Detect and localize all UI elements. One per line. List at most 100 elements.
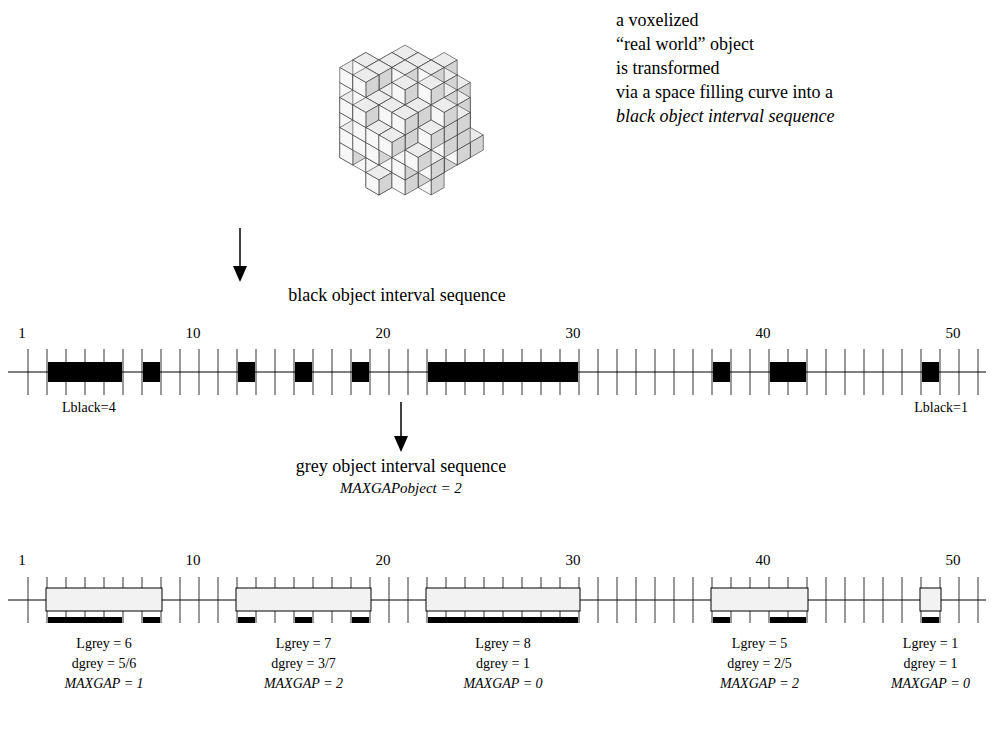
grey-length: Lgrey = 5: [732, 636, 787, 652]
voxel-object: [340, 45, 484, 195]
down-arrow: [233, 228, 247, 282]
axis-tick: [959, 349, 960, 395]
axis-tick: [180, 349, 181, 395]
axis-tick: [617, 349, 618, 395]
grey-interval: [920, 588, 941, 611]
grey-density: dgrey = 2/5: [727, 656, 792, 672]
axis-tick: [294, 349, 295, 395]
axis-tick: [845, 577, 846, 623]
axis-tick: [731, 349, 732, 395]
axis-tick: [940, 349, 941, 395]
axis-tick: [275, 349, 276, 395]
voxel-face: [470, 135, 483, 158]
axis-tick: [750, 349, 751, 395]
black-interval-bar: [713, 617, 730, 623]
axis-tick: [807, 349, 808, 395]
axis-tick: [693, 577, 694, 623]
axis-tick: [351, 349, 352, 395]
axis-number: 50: [946, 325, 961, 342]
axis-tick: [218, 577, 219, 623]
maxgap-label: MAXGAP = 0: [891, 676, 970, 692]
axis-tick: [655, 349, 656, 395]
axis-number: 30: [566, 552, 581, 569]
maxgap-label: MAXGAP = 1: [64, 676, 143, 692]
axis-tick: [902, 577, 903, 623]
axis-tick: [636, 349, 637, 395]
black-interval: [922, 362, 939, 382]
voxel-face: [353, 75, 366, 98]
maxgap-label: MAXGAPobject = 2: [340, 480, 462, 497]
black-interval: [48, 362, 122, 382]
axis-number: 40: [756, 325, 771, 342]
axis-tick: [978, 349, 979, 395]
black-interval-bar: [295, 617, 312, 623]
voxel-face: [340, 98, 353, 121]
axis-tick: [370, 349, 371, 395]
voxel-face: [457, 113, 470, 136]
axis-number: 40: [756, 552, 771, 569]
axis-tick: [978, 577, 979, 623]
axis-tick: [598, 349, 599, 395]
axis-tick: [47, 349, 48, 395]
description-line: “real world” object: [616, 34, 754, 55]
grey-density: dgrey = 1: [476, 656, 530, 672]
description-line: black object interval sequence: [616, 106, 834, 127]
grey-length: Lgrey = 1: [903, 636, 958, 652]
grey-interval: [46, 588, 162, 611]
voxel-face: [405, 113, 418, 136]
voxel-face: [340, 68, 353, 91]
grey-density: dgrey = 1: [904, 656, 958, 672]
axis-tick: [579, 349, 580, 395]
voxel-face: [366, 128, 379, 151]
voxel-face: [405, 150, 418, 173]
axis-tick: [199, 577, 200, 623]
axis-number: 20: [376, 325, 391, 342]
axis-number: 10: [186, 325, 201, 342]
axis-tick: [864, 349, 865, 395]
axis-tick: [332, 349, 333, 395]
section-heading: grey object interval sequence: [296, 456, 506, 477]
axis-number: 50: [946, 552, 961, 569]
black-intervals: [48, 362, 939, 382]
voxel-face: [431, 128, 444, 151]
axis-tick: [902, 349, 903, 395]
description-line: a voxelized: [616, 10, 698, 31]
axis-tick: [655, 577, 656, 623]
maxgap-label: MAXGAP = 0: [463, 676, 542, 692]
black-interval-bar: [48, 617, 122, 623]
axis-tick: [408, 349, 409, 395]
axis-tick: [389, 577, 390, 623]
voxel-face: [340, 128, 353, 151]
grey-length: Lgrey = 7: [276, 636, 331, 652]
voxel-face: [444, 105, 457, 128]
interval-axes: [8, 349, 986, 623]
black-interval: [295, 362, 312, 382]
axis-tick: [313, 349, 314, 395]
voxel-face: [379, 173, 392, 196]
axis-tick: [959, 577, 960, 623]
grey-length: Lgrey = 8: [475, 636, 530, 652]
black-interval: [770, 362, 806, 382]
black-interval: [713, 362, 730, 382]
black-interval-bar: [922, 617, 939, 623]
axis-number: 10: [186, 552, 201, 569]
axis-tick: [123, 349, 124, 395]
voxel-face: [418, 150, 431, 173]
axis-tick: [28, 577, 29, 623]
black-interval-bar: [143, 617, 160, 623]
grey-density: dgrey = 5/6: [72, 656, 137, 672]
axis-tick: [826, 349, 827, 395]
axis-tick: [617, 577, 618, 623]
axis-tick: [883, 577, 884, 623]
axis-ticks: [28, 349, 978, 395]
grey-interval: [236, 588, 371, 611]
axis-tick: [674, 577, 675, 623]
axis-tick: [826, 577, 827, 623]
maxgap-label: MAXGAP = 2: [720, 676, 799, 692]
axis-number: 20: [376, 552, 391, 569]
axis-tick: [674, 349, 675, 395]
axis-tick: [883, 349, 884, 395]
voxel-face: [392, 135, 405, 158]
